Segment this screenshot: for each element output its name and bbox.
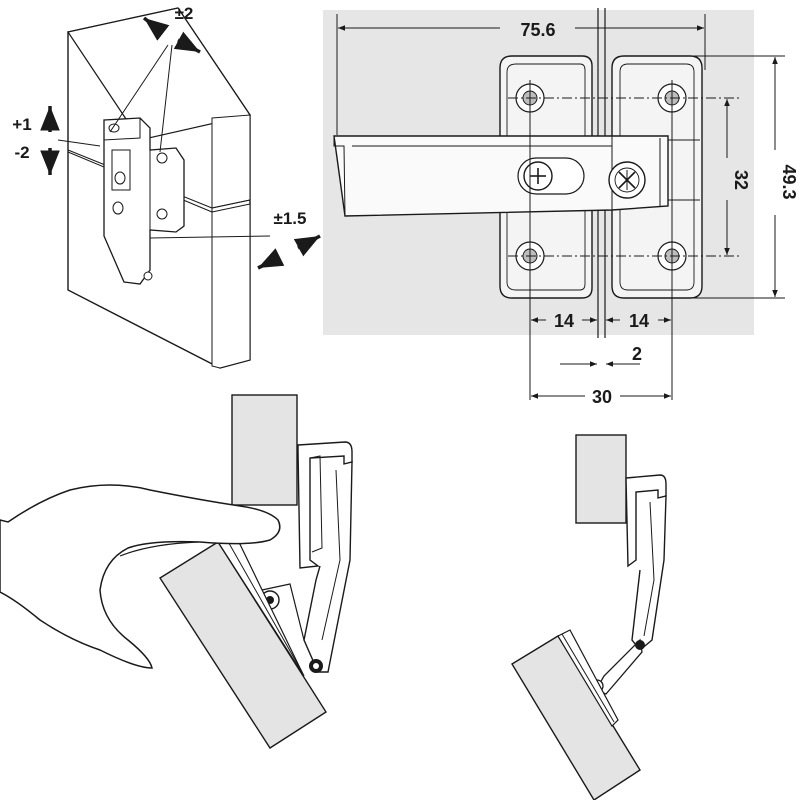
overall-width-value: 75.6 — [520, 20, 555, 40]
carcass-panel-right — [575, 434, 627, 524]
depth-adjust-label: ±2 — [175, 4, 194, 23]
carcass-panel — [231, 394, 298, 506]
offset-right-value: 14 — [629, 311, 649, 331]
installation-step-press — [0, 394, 353, 749]
dimension-overall-width — [336, 14, 706, 135]
isometric-view: ±2 +1 -2 ±1.5 — [12, 4, 321, 369]
dimension-overall-height — [655, 55, 785, 299]
hinge-arm — [333, 135, 700, 217]
dimension-drawing: 75.6 49.3 32 14 14 2 — [323, 8, 799, 407]
offset-left-value: 14 — [554, 311, 574, 331]
overall-height-value: 49.3 — [779, 164, 799, 199]
door-panel-right — [511, 629, 641, 800]
height-minus-label: -2 — [14, 143, 29, 162]
hole-spacing-value: 32 — [731, 170, 751, 190]
depth-adjust-arrows — [142, 16, 201, 54]
hinge-isometric — [57, 44, 271, 285]
installation-step-released — [511, 434, 667, 800]
side-adjust-arrows — [257, 234, 321, 270]
hinge-side-view-open — [590, 474, 667, 695]
gap-value: 2 — [632, 344, 642, 364]
hand-illustration — [0, 484, 281, 669]
side-adjust-label: ±1.5 — [274, 209, 307, 228]
height-plus-label: +1 — [12, 115, 31, 134]
door-panel — [159, 531, 327, 749]
hole-distance-value: 30 — [592, 387, 612, 407]
